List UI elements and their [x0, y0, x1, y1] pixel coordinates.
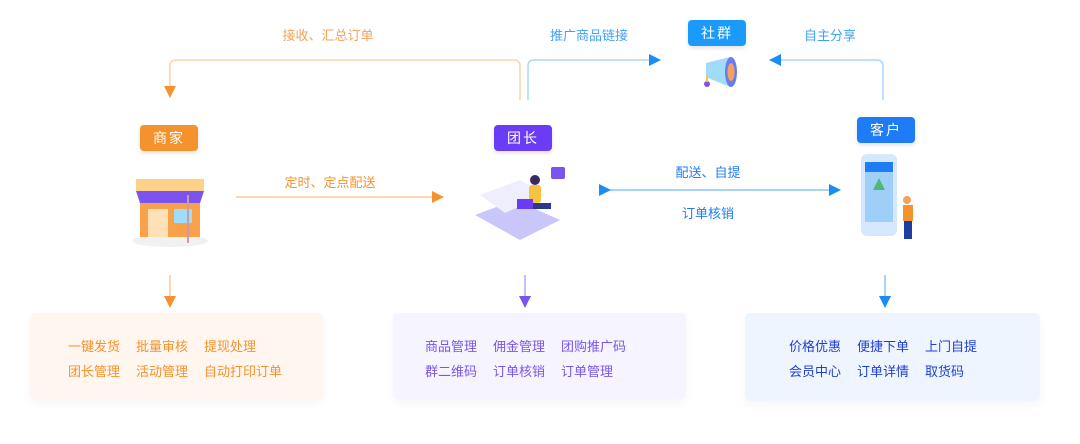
feature-item: 团购推广码: [561, 340, 627, 355]
customer-badge: 客户: [857, 117, 915, 143]
merchant-features-box: 一键发货批量审核提现处理 团长管理活动管理自动打印订单: [30, 313, 323, 399]
feature-item: 会员中心: [789, 365, 842, 380]
receive-orders-label: 接收、汇总订单: [282, 29, 374, 44]
receive-orders-line: [164, 59, 521, 100]
feature-item: 上门自提: [925, 340, 978, 355]
feature-item: 佣金管理: [493, 340, 546, 355]
feature-item: 自动打印订单: [204, 365, 283, 380]
feature-item: 批量审核: [136, 340, 189, 355]
store-illustration: [128, 165, 212, 247]
feature-item: 活动管理: [136, 365, 189, 380]
feature-item: 一键发货: [68, 340, 121, 355]
feature-item: 商品管理: [425, 340, 478, 355]
leader-illustration: [465, 165, 565, 250]
feature-item: 便捷下单: [857, 340, 910, 355]
promote-line: [527, 54, 661, 100]
share-line: [769, 54, 884, 100]
megaphone-icon: [700, 55, 744, 91]
feature-item: 订单管理: [561, 365, 614, 380]
feature-item: 订单详情: [857, 365, 910, 380]
feature-item: 取货码: [925, 365, 965, 380]
feature-item: 群二维码: [425, 365, 478, 380]
merchant-badge: 商家: [140, 125, 198, 151]
pickup-label: 配送、自提: [675, 166, 741, 181]
leader-features-box: 商品管理佣金管理团购推广码 群二维码订单核销订单管理: [393, 313, 686, 399]
share-label: 自主分享: [803, 29, 857, 44]
community-badge: 社群: [688, 20, 746, 46]
feature-item: 订单核销: [493, 365, 546, 380]
delivery-label: 定时、定点配送: [284, 176, 376, 191]
feature-item: 团长管理: [68, 365, 121, 380]
verify-label: 订单核销: [681, 207, 735, 222]
feature-item: 价格优惠: [789, 340, 842, 355]
feature-item: 提现处理: [204, 340, 257, 355]
customer-illustration: [855, 150, 925, 245]
leader-badge: 团长: [494, 125, 552, 151]
promote-label: 推广商品链接: [549, 29, 629, 44]
customer-features-box: 价格优惠便捷下单上门自提 会员中心订单详情取货码: [745, 313, 1040, 401]
